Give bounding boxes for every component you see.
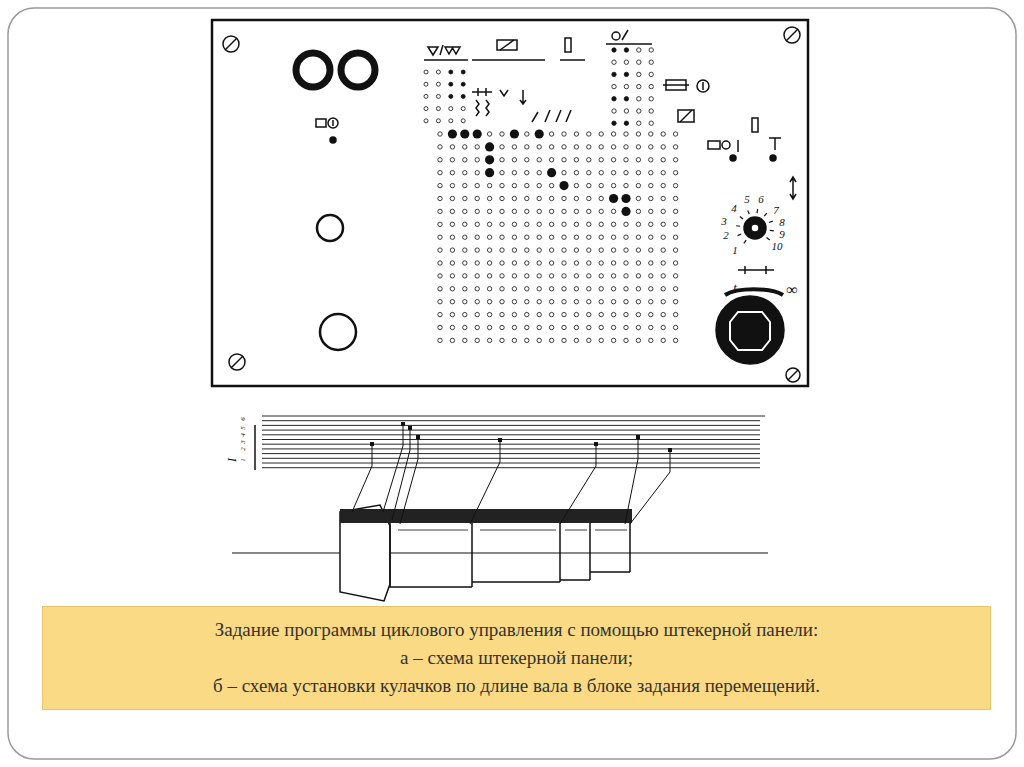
cam-diagram bbox=[232, 416, 768, 601]
label-text: 6 bbox=[240, 417, 247, 421]
label-text: 3 bbox=[721, 216, 727, 227]
label-text: 1 bbox=[732, 245, 738, 256]
label-text: 7 bbox=[773, 205, 779, 216]
plug-panel bbox=[212, 20, 808, 386]
label-text: 6 bbox=[758, 194, 764, 205]
label-text: 1 bbox=[240, 458, 247, 462]
caption-line: Задание программы циклового управления с… bbox=[215, 616, 819, 644]
label-text: 5 bbox=[240, 426, 247, 430]
label-text: 4 bbox=[731, 203, 737, 214]
label-text: 4 bbox=[240, 433, 247, 437]
label-text: 8 bbox=[779, 217, 785, 228]
label-text: ∞ bbox=[786, 282, 797, 298]
label-text: t bbox=[733, 281, 737, 294]
label-text: 9 bbox=[779, 229, 785, 240]
plug-socket-grid bbox=[424, 48, 774, 343]
slide-frame bbox=[8, 8, 1016, 759]
caption-box: Задание программы циклового управления с… bbox=[42, 606, 991, 710]
label-text: 2 bbox=[723, 230, 729, 241]
label-text: 2 bbox=[240, 447, 247, 451]
label-text: 10 bbox=[772, 241, 783, 252]
label-text: I bbox=[226, 458, 238, 462]
caption-line: а – схема штекерной панели; bbox=[400, 644, 633, 672]
label-text: 3 bbox=[240, 440, 247, 444]
caption-line: б – схема установки кулачков по длине ва… bbox=[213, 672, 820, 700]
label-text: 5 bbox=[744, 194, 750, 205]
